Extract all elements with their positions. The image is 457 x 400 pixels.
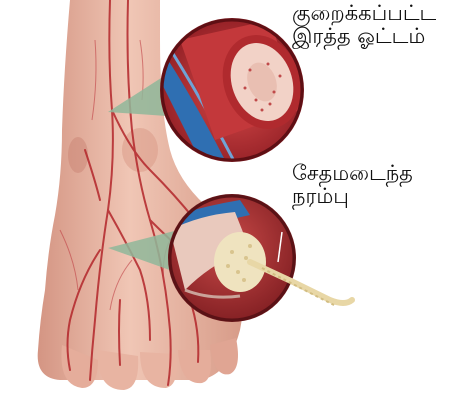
blood-vessel-cross-section-icon (160, 18, 314, 170)
label-damaged-nerve: சேதமடைந்த நரம்பு (292, 162, 413, 208)
label-reduced-blood-flow-line1: குறைக்கப்பட்ட (292, 2, 436, 25)
label-damaged-nerve-line1: சேதமடைந்த (292, 162, 413, 185)
label-reduced-blood-flow: குறைக்கப்பட்ட இரத்த ஓட்டம் (292, 2, 436, 48)
label-damaged-nerve-line2: நரம்பு (292, 185, 413, 208)
label-reduced-blood-flow-line2: இரத்த ஓட்டம் (292, 25, 436, 48)
